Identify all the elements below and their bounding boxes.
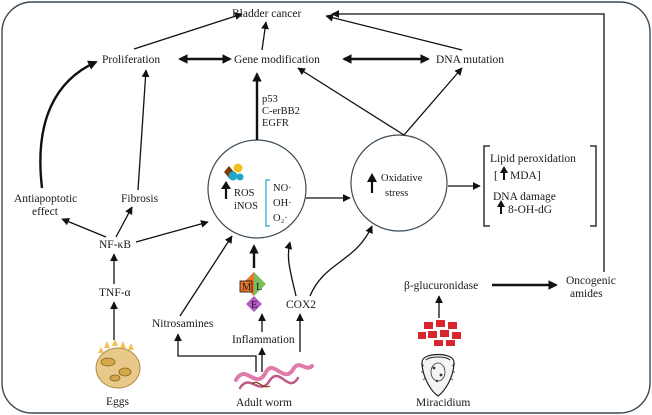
ohdg-label: 8-OH-dG <box>508 204 552 216</box>
nitrosamines-label: Nitrosamines <box>152 318 214 330</box>
arrow-nfkb-to-antiapoptotic <box>61 218 107 238</box>
miracidium-label: Miracidium <box>416 397 470 409</box>
arrow-antiapoptotic-to-proliferation <box>39 60 98 189</box>
oxidative-label: Oxidative <box>381 173 423 184</box>
adult-worm-label: Adult worm <box>236 397 292 409</box>
arrow-worm-to-nitrosamines <box>174 333 257 372</box>
mda-open-bracket: [ <box>494 170 498 182</box>
eggs-icon <box>95 339 141 389</box>
oncogenic-label-line1: Oncogenic <box>566 275 616 287</box>
arrow-nfkb-to-fibrosis <box>115 206 133 238</box>
arrows <box>39 10 605 372</box>
mda-label: MDA] <box>510 170 541 182</box>
effects-bracket-left <box>483 145 490 227</box>
triangle-letter-l: L <box>256 282 262 293</box>
red-blocks-icon <box>418 320 461 346</box>
ros-molecule-icon <box>224 163 244 181</box>
nfkb-label: NF-κB <box>99 239 131 251</box>
arrow-cox2-to-oxidative <box>309 225 373 297</box>
inos-label: iNOS <box>234 201 258 212</box>
gene-modification-label: Gene modification <box>234 54 320 66</box>
radical-oh: OH· <box>273 198 292 209</box>
inflammation-label: Inflammation <box>232 334 295 346</box>
fibrosis-label: Fibrosis <box>121 193 159 205</box>
miracidium-icon <box>420 353 456 397</box>
arrow-nfkb-to-ros <box>135 220 209 243</box>
oxidative-stress-circle: Oxidative stress <box>350 134 448 232</box>
increase-arrow-icon <box>500 166 508 180</box>
arrow-proliferation-to-bladder <box>133 12 243 50</box>
arrow-nitrosamines-to-ros <box>179 235 233 317</box>
increase-arrow-icon <box>497 200 505 214</box>
lipid-peroxidation-label: Lipid peroxidation <box>490 153 576 165</box>
radical-o2: O₂· <box>273 213 288 224</box>
gene-cerbb2: C-erBB2 <box>262 106 300 117</box>
radical-no: NO· <box>273 183 292 194</box>
cox2-label: COX2 <box>286 299 316 311</box>
stress-label: stress <box>385 188 408 199</box>
dna-damage-label: DNA damage <box>493 191 556 203</box>
arrow-oxidative-to-dna <box>403 67 463 136</box>
antiapoptotic-label-line1: Antiapoptotic <box>14 193 77 205</box>
dna-mutation-label: DNA mutation <box>436 54 504 66</box>
adult-worm-icon <box>234 363 314 390</box>
gene-p53: p53 <box>262 94 278 105</box>
increase-arrow-icon <box>221 181 231 199</box>
arrow-fibrosis-to-proliferation <box>137 69 150 191</box>
proliferation-label: Proliferation <box>102 54 160 66</box>
tnfa-label: TNF-α <box>99 287 131 299</box>
gene-egfr: EGFR <box>262 118 289 129</box>
triangle-letter-e: E <box>251 300 257 311</box>
beta-glucuronidase-label: β-glucuronidase <box>404 280 478 292</box>
mle-triangle-icon: M L E <box>239 272 266 312</box>
arrow-oxidative-to-gene <box>297 67 405 136</box>
arrow-dna-to-bladder <box>325 13 463 51</box>
ros-circle: ROS iNOS NO· OH· O₂· <box>207 139 307 239</box>
increase-arrow-icon <box>367 173 377 193</box>
arrow-gene-to-bladder <box>261 21 269 51</box>
triangle-letter-m: M <box>242 282 252 293</box>
radicals-bracket <box>265 179 270 227</box>
antiapoptotic-label-line2: effect <box>32 206 59 218</box>
effects-bracket-right <box>590 145 597 227</box>
effects-box: Lipid peroxidation [ MDA] DNA damage 8-O… <box>483 145 597 227</box>
arrow-oncogenic-to-bladder <box>331 10 605 272</box>
arrow-cox2-to-ros <box>284 241 297 297</box>
bladder-cancer-label: Bladder cancer <box>232 8 301 20</box>
oncogenic-label-line2: amides <box>570 288 603 300</box>
eggs-label: Eggs <box>106 396 130 408</box>
ros-label: ROS <box>234 188 255 199</box>
gene-list: p53 C-erBB2 EGFR <box>262 94 300 129</box>
